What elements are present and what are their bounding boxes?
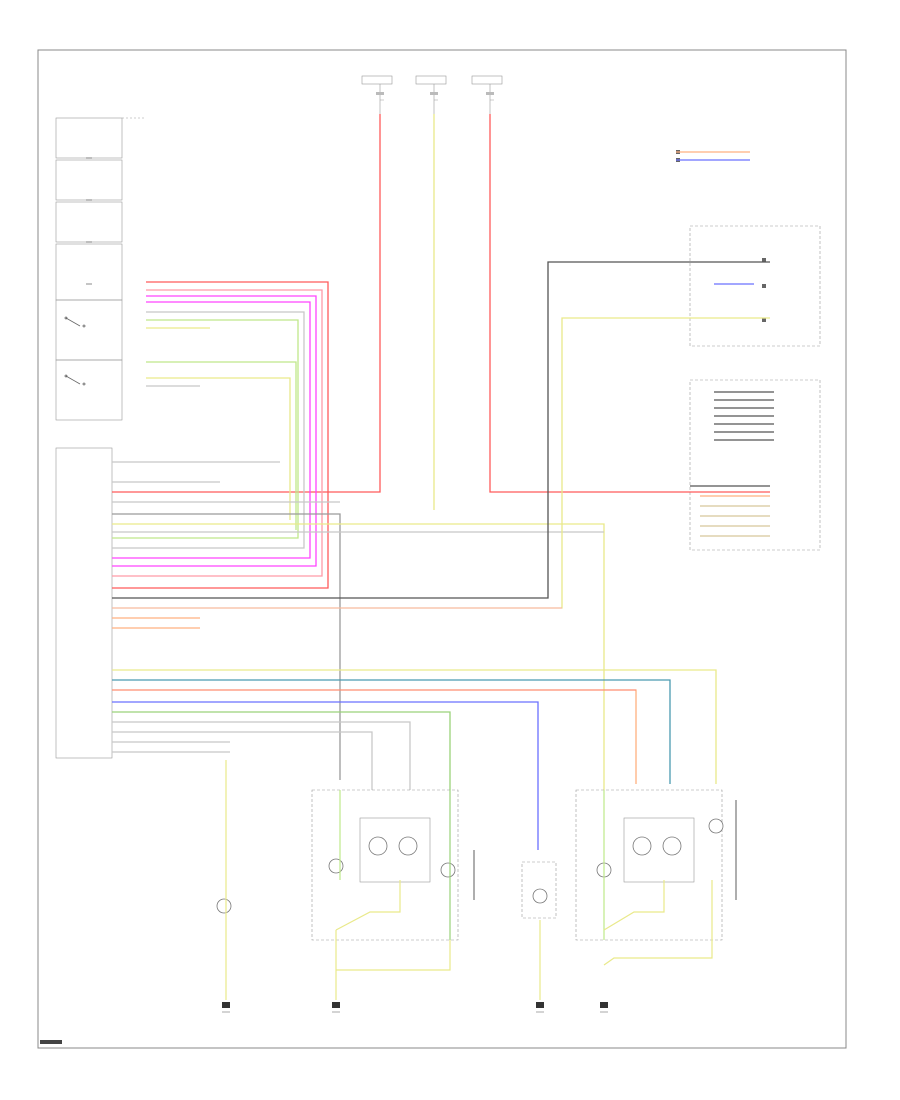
cluster-stub-wires <box>676 151 774 537</box>
fuse-group <box>361 75 503 114</box>
switch-icon <box>64 157 92 386</box>
instrument-cluster-module <box>689 225 821 551</box>
light-switch-stack <box>55 117 146 421</box>
left-headlamp <box>311 789 459 941</box>
diagram-frame <box>37 49 847 1049</box>
wire-harness <box>112 114 770 850</box>
connector-icon <box>676 150 766 322</box>
lamp-bulb-icon <box>216 818 724 914</box>
headlamp-wires <box>225 760 737 1000</box>
footer-mark <box>40 1040 62 1044</box>
light-switch-module <box>55 447 113 759</box>
right-headlamp <box>521 789 723 941</box>
fuse-icon <box>376 92 494 95</box>
ground-icon <box>222 1002 608 1008</box>
